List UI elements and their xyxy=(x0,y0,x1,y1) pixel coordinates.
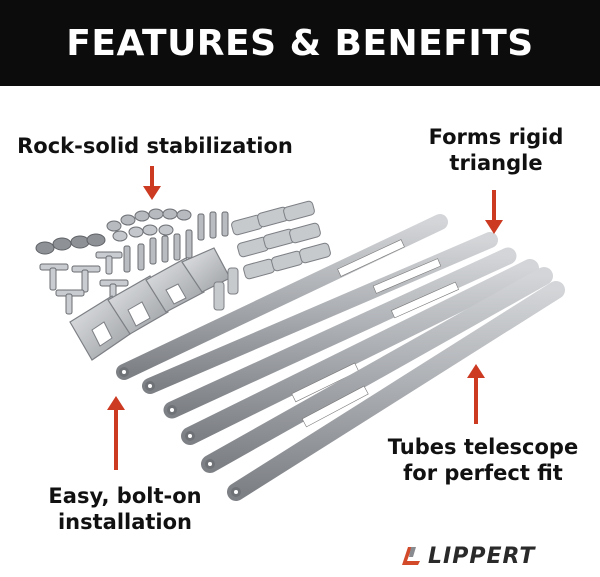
arrow-up-icon xyxy=(467,364,485,424)
label-tubes-line1: Tubes telescope xyxy=(387,435,579,459)
label-forms-triangle: Forms rigid triangle xyxy=(408,124,584,176)
label-forms-line1: Forms rigid xyxy=(428,125,564,149)
hardware-bolts xyxy=(123,211,229,273)
label-rock-solid-text: Rock-solid stabilization xyxy=(17,134,293,158)
lippert-logo: LIPPERT xyxy=(398,540,578,572)
lippert-logo-icon xyxy=(402,547,420,565)
tube-2 xyxy=(142,232,498,394)
tube-6 xyxy=(227,281,565,501)
arrow-down-icon xyxy=(485,190,503,234)
arrow-down-icon xyxy=(143,166,161,200)
hardware-nuts xyxy=(35,208,192,255)
tube-5 xyxy=(201,267,553,473)
mounting-brackets xyxy=(69,247,231,361)
label-easy-install: Easy, bolt-on installation xyxy=(30,483,220,535)
label-easy-line1: Easy, bolt-on xyxy=(48,484,202,508)
tube-4 xyxy=(181,259,539,445)
banner-title: FEATURES & BENEFITS xyxy=(66,22,534,64)
clevis-brackets xyxy=(213,200,331,311)
brand-name: LIPPERT xyxy=(428,543,536,569)
tube-1 xyxy=(116,214,448,380)
label-forms-line2: triangle xyxy=(449,151,543,175)
label-tubes-telescope: Tubes telescope for perfect fit xyxy=(372,434,594,486)
label-rock-solid: Rock-solid stabilization xyxy=(14,133,296,159)
header-banner: FEATURES & BENEFITS xyxy=(0,0,600,86)
label-easy-line2: installation xyxy=(57,510,193,534)
arrow-up-icon xyxy=(107,396,125,470)
tube-3 xyxy=(163,247,517,419)
label-tubes-line2: for perfect fit xyxy=(403,461,563,485)
telescoping-tubes xyxy=(116,214,565,501)
